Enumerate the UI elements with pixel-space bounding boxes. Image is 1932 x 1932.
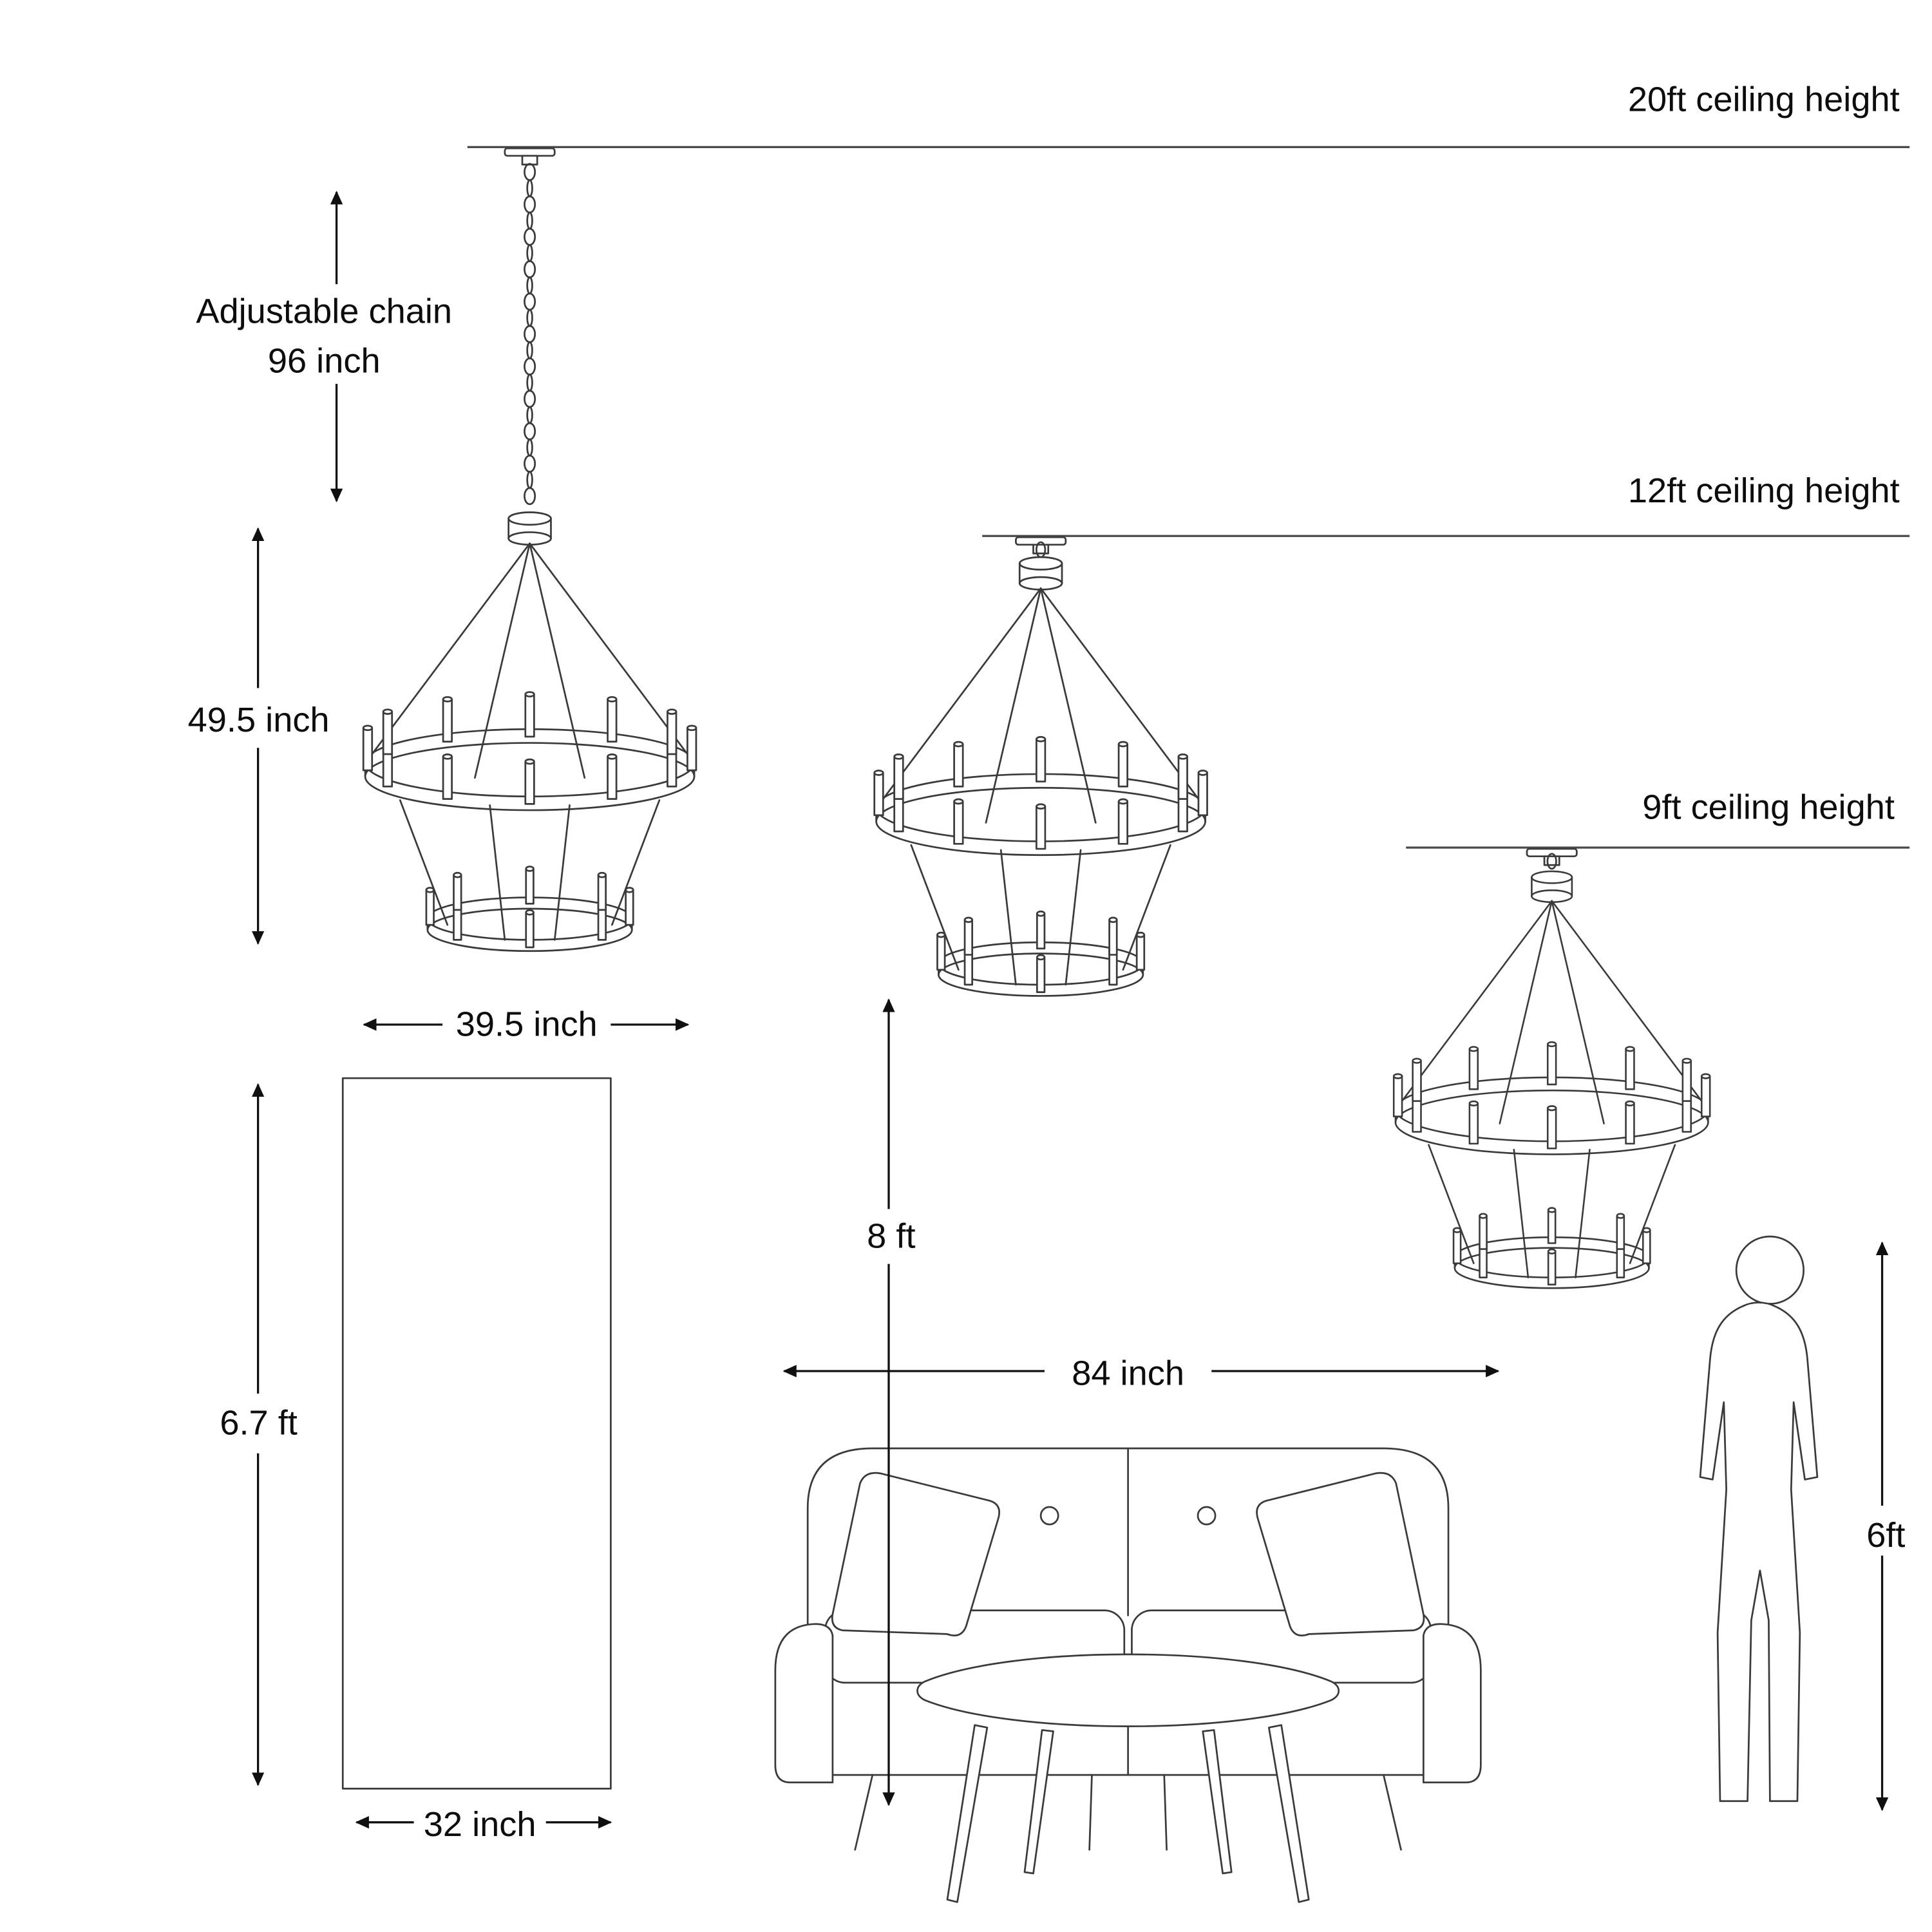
person-silhouette bbox=[1699, 1235, 1819, 1803]
sofa-illustration bbox=[774, 1447, 1482, 1851]
door-outline bbox=[341, 1077, 612, 1790]
coffee-table-illustration bbox=[916, 1653, 1340, 1903]
ceiling-20ft-label: 20ft ceiling height bbox=[1627, 79, 1900, 118]
sofa-width-label: 84 inch bbox=[1072, 1353, 1184, 1392]
fixture-height-label: 49.5 inch bbox=[187, 700, 330, 739]
ceiling-9ft-label: 9ft ceiling height bbox=[1642, 788, 1895, 827]
person-height-label: 6ft bbox=[1866, 1515, 1906, 1555]
chandelier-2 bbox=[873, 536, 1208, 997]
chain-label-line1: Adjustable chain bbox=[196, 291, 453, 330]
fixture-width-label: 39.5 inch bbox=[455, 1004, 598, 1043]
floor-clearance-label: 8 ft bbox=[867, 1217, 916, 1256]
ceiling-12ft-label: 12ft ceiling height bbox=[1627, 471, 1900, 510]
chandelier-3 bbox=[1392, 848, 1711, 1289]
door-height-label: 6.7 ft bbox=[220, 1403, 298, 1443]
chain-label-line2: 96 inch bbox=[267, 341, 381, 380]
chain-label: Adjustable chain 96 inch bbox=[118, 287, 530, 386]
door-width-label: 32 inch bbox=[423, 1804, 536, 1844]
chandelier-1 bbox=[362, 147, 697, 952]
